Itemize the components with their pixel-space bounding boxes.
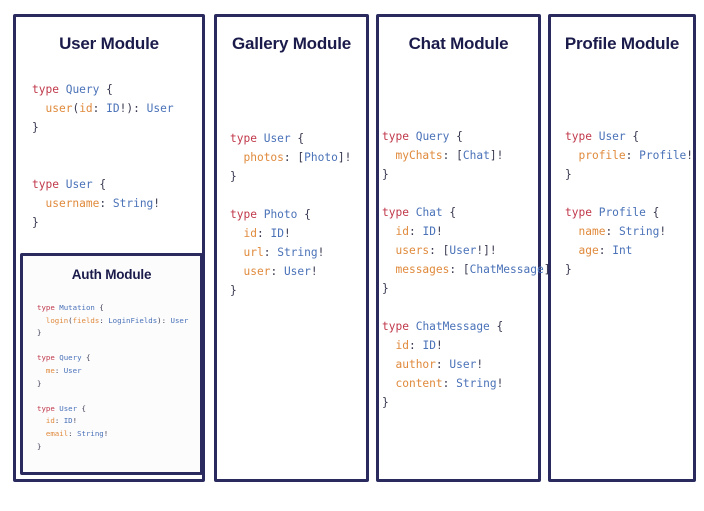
code-block-auth: type Mutation { login(fields: LoginField… (37, 303, 189, 451)
panel-title-profile: Profile Module (564, 34, 680, 53)
code-block-chat: type Query { myChats: [Chat]! } type Cha… (382, 130, 557, 409)
panel-auth-module: Auth Module type Mutation { login(fields… (20, 253, 203, 475)
panel-gallery-module: Gallery Module type User { photos: [Phot… (214, 14, 369, 482)
panel-title-gallery: Gallery Module (231, 34, 352, 53)
panel-profile-module: Profile Module type User { profile: Prof… (548, 14, 696, 482)
code-block-profile: type User { profile: Profile! } type Pro… (565, 130, 694, 276)
panel-title-auth: Auth Module (71, 267, 152, 282)
panel-chat-module: Chat Module type Query { myChats: [Chat]… (376, 14, 557, 482)
panel-title-chat: Chat Module (408, 34, 509, 53)
code-block-gallery: type User { photos: [Photo]! } type Phot… (230, 132, 352, 297)
panel-title-user: User Module (59, 34, 159, 53)
panel-user-module: User Module type Query { user(id: ID!): … (13, 14, 205, 482)
code-block-user: type Query { user(id: ID!): User } type … (32, 83, 174, 229)
